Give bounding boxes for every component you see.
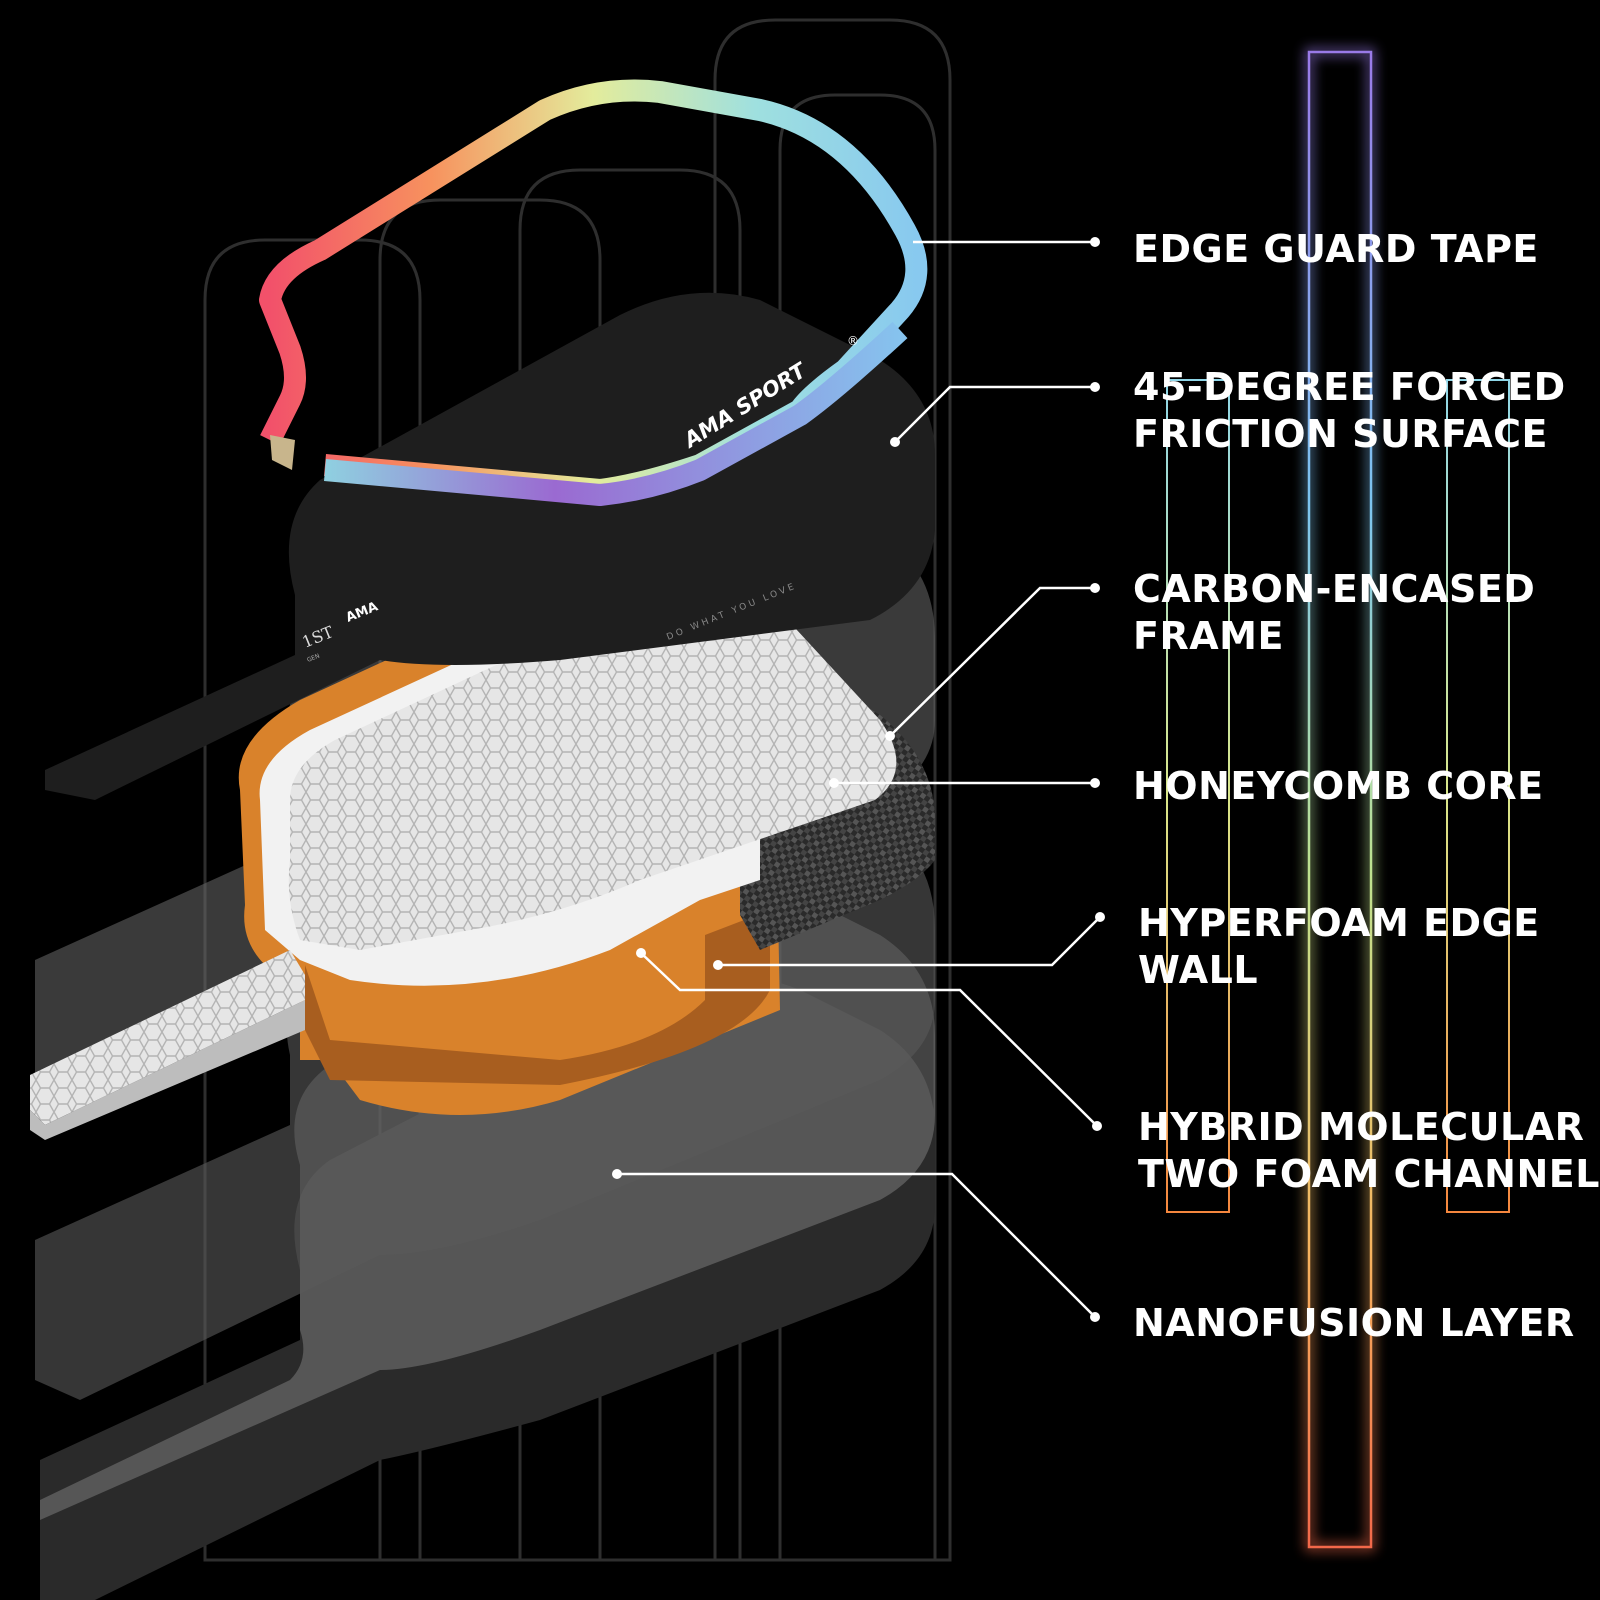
- leader-carbon-frame: [889, 586, 1095, 737]
- leader-nanofusion-layer: [617, 1172, 1096, 1318]
- leader-dots: [612, 237, 1105, 1322]
- leader-hyperfoam-edge-wall: [718, 916, 1101, 967]
- face-badge-sub: GEN: [306, 653, 321, 664]
- friction-surface-face: AMA 1ST GEN DO WHAT YOU LOVE: [45, 292, 935, 800]
- decorative-glow-bars: [1166, 48, 1510, 1551]
- leader-lines: [617, 240, 1101, 1318]
- leader-foam-channel: [640, 952, 1098, 1127]
- label-foam-channel: HYBRID MOLECULAR TWO FOAM CHANNEL: [1138, 1105, 1600, 1196]
- label-edge-guard-tape: EDGE GUARD TAPE: [1133, 227, 1539, 271]
- label-hyperfoam-edge-wall: HYPERFOAM EDGE WALL: [1138, 901, 1540, 992]
- label-nanofusion-layer: NANOFUSION LAYER: [1133, 1301, 1575, 1345]
- label-friction-surface: 45-DEGREE FORCED FRICTION SURFACE: [1133, 365, 1566, 456]
- label-carbon-frame: CARBON-ENCASED FRAME: [1133, 567, 1536, 658]
- leader-friction-surface: [894, 385, 1095, 443]
- tape-registered-mark: ®: [847, 334, 859, 348]
- honeycomb-core-assembly: [30, 510, 935, 1140]
- label-honeycomb-core: HONEYCOMB CORE: [1133, 764, 1544, 808]
